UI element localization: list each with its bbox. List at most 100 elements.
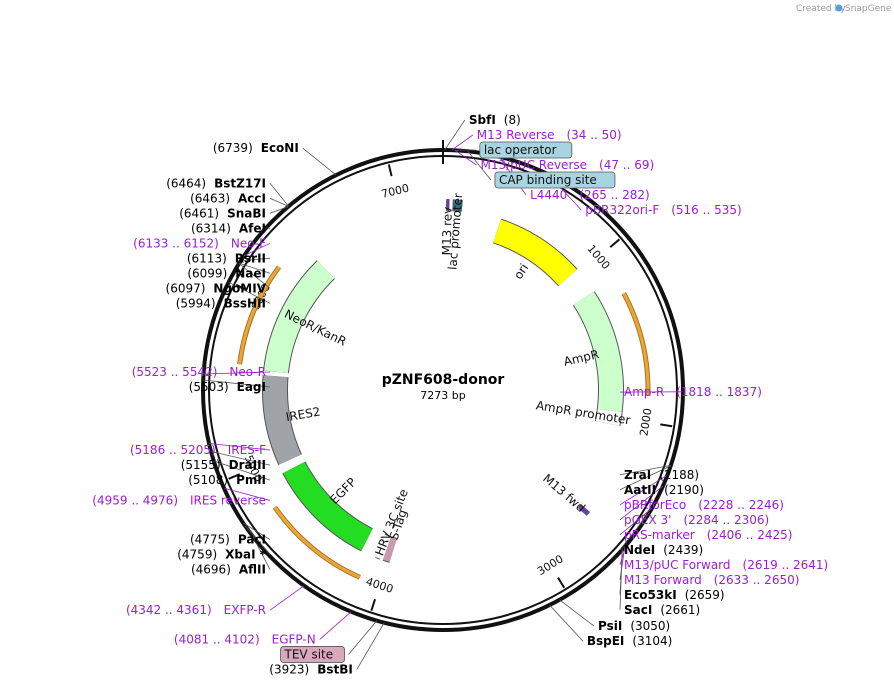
leader-line [269,183,289,207]
credit-brand: SnapGene [845,4,892,14]
feature-arc-ori [493,219,577,286]
primer-name: M13/pUC Reverse [481,158,587,172]
enzyme-label[interactable]: (5108)PmlI [188,473,266,487]
tick-label: 7000 [380,182,410,201]
feature-label-egfp: EGFP [327,475,359,507]
enzyme-name: BstBI [317,662,353,676]
primer-label[interactable]: (6133 .. 6152)Neo-F [133,236,266,250]
primer-range: (2228 .. 2246) [698,498,784,512]
enzyme-label[interactable]: (4759)XbaI * [177,548,266,562]
leader-line [208,443,271,451]
primer-range: (2406 .. 2425) [707,528,793,542]
enzyme-position: (6097) [166,281,206,295]
enzyme-label[interactable]: (6463)AccI [190,191,266,205]
leader-line [549,604,584,642]
enzyme-position: (3050) [630,619,670,633]
tick-mark [660,423,673,428]
primer-range: (47 .. 69) [599,158,654,172]
enzyme-position: (6099) [187,266,227,280]
primer-label[interactable]: pRS-marker(2406 .. 2425) [624,528,792,542]
enzyme-label[interactable]: AatII(2190) [624,483,704,497]
enzyme-name: SbfI [469,113,496,127]
enzyme-label[interactable]: (3923) BstBI [269,662,353,676]
primer-name: EGFP-N [272,632,316,646]
enzyme-label[interactable]: (6113)RsrII [187,251,266,265]
primer-label[interactable]: (4342 .. 4361)EXFP-R [126,603,266,617]
tick-mark [370,598,376,611]
enzyme-label[interactable]: (4696)AflII [191,563,266,577]
enzyme-label[interactable]: (6099) NaeI [187,266,266,280]
primer-label[interactable]: M13/pUC Reverse (47 .. 69) [481,158,655,172]
leader-line [619,474,668,506]
enzyme-label[interactable]: BspEI(3104) [587,634,672,648]
enzyme-position: (6463) [190,191,230,205]
enzyme-label[interactable]: NdeI(2439) [624,543,703,557]
primer-label[interactable]: (5523 .. 5542)Neo-R [132,365,266,379]
enzyme-name: BssHII [224,296,266,310]
enzyme-position: (5155) [181,458,221,472]
enzyme-label[interactable]: Eco53kI(2659) [624,588,725,602]
primer-name: EXFP-R [224,603,266,617]
enzyme-label[interactable]: (6461)SnaBI [179,206,266,220]
primer-name: M13 Forward [624,573,702,587]
primer-range: (516 .. 535) [671,203,741,217]
enzyme-label[interactable]: PsiI(3050) [598,619,670,633]
feature-box-cap-binding-site[interactable] [494,171,616,189]
feature-arc-hrv-3c-site [375,534,389,559]
enzyme-name: ZraI [624,468,651,482]
primer-label[interactable]: (5186 .. 5205)IRES-F [130,443,266,457]
feature-arc-lac-promoter [452,200,463,211]
primer-bar-neo-r [238,266,281,365]
feature-arc-s-tag [382,537,397,562]
feature-label-ires2: IRES2 [285,405,322,425]
enzyme-label[interactable]: (6314)AfeI [191,221,266,235]
primer-label[interactable]: pBRforEco(2228 .. 2246) [624,498,784,512]
primer-label[interactable]: (4959 .. 4976)IRES reverse [92,493,266,507]
primer-label[interactable]: pBR322ori-F(516 .. 535) [585,203,741,217]
enzyme-label[interactable]: (6739)EcoNI [213,141,299,155]
enzyme-position: (2661) [660,603,700,617]
plasmid-size: 7273 bp [420,389,465,402]
enzyme-label[interactable]: SbfI(8) [469,113,521,127]
primer-label[interactable]: Amp-R(1818 .. 1837) [624,385,762,399]
tick-label: 1000 [584,242,612,272]
primer-label[interactable]: M13 Reverse(34 .. 50) [477,128,622,142]
leader-line [451,134,474,151]
primer-label[interactable]: pGEX 3'(2284 .. 2306) [624,513,769,527]
enzyme-name: NaeI [235,266,266,280]
primer-name: Neo-F [231,236,266,250]
leader-line [619,465,671,491]
primer-label[interactable]: L4440(265 .. 282) [530,188,650,202]
feature-arc-neor-kanr [264,260,335,374]
primer-label[interactable]: (4081 .. 4102)EGFP-N [174,632,316,646]
feature-box-lac-operator[interactable] [479,141,573,159]
enzyme-label[interactable]: (5155)DraIII [181,458,266,472]
enzyme-position: (3923) [269,662,309,676]
leader-line [269,585,305,611]
primer-label[interactable]: M13/pUC Forward(2619 .. 2641) [624,558,828,572]
credit-text: Created by [796,4,846,14]
primer-label[interactable]: M13 Forward(2633 .. 2650) [624,573,799,587]
enzyme-label[interactable]: (5994)BssHII [176,296,266,310]
enzyme-label[interactable]: (6464)BstZ17I [166,176,266,190]
feature-box-label: TEV site [284,647,334,661]
enzyme-label[interactable]: (5503)EagI [189,380,266,394]
leader-line [269,197,289,207]
leader-line [467,151,492,181]
feature-label-lac-promoter: lac promoter [445,193,465,271]
enzyme-position: (6314) [191,221,231,235]
enzyme-name: EcoNI [261,141,299,155]
leader-line [269,206,289,214]
leader-line [319,611,352,640]
leader-line [619,544,627,565]
enzyme-label[interactable]: (6097)NgoMIV [166,281,267,295]
leader-line [252,536,271,570]
feature-box-tev-site[interactable] [280,646,345,663]
enzyme-label[interactable]: (4775)PacI [190,533,266,547]
credit-badge: Created by SnapGene [796,4,892,14]
enzyme-label[interactable]: ZraI(2188) [624,468,699,482]
feature-label-ampr: AmpR [562,347,600,369]
enzyme-label[interactable]: SacI(2661) [624,603,700,617]
leader-line [238,263,271,289]
leader-lines [203,119,683,670]
